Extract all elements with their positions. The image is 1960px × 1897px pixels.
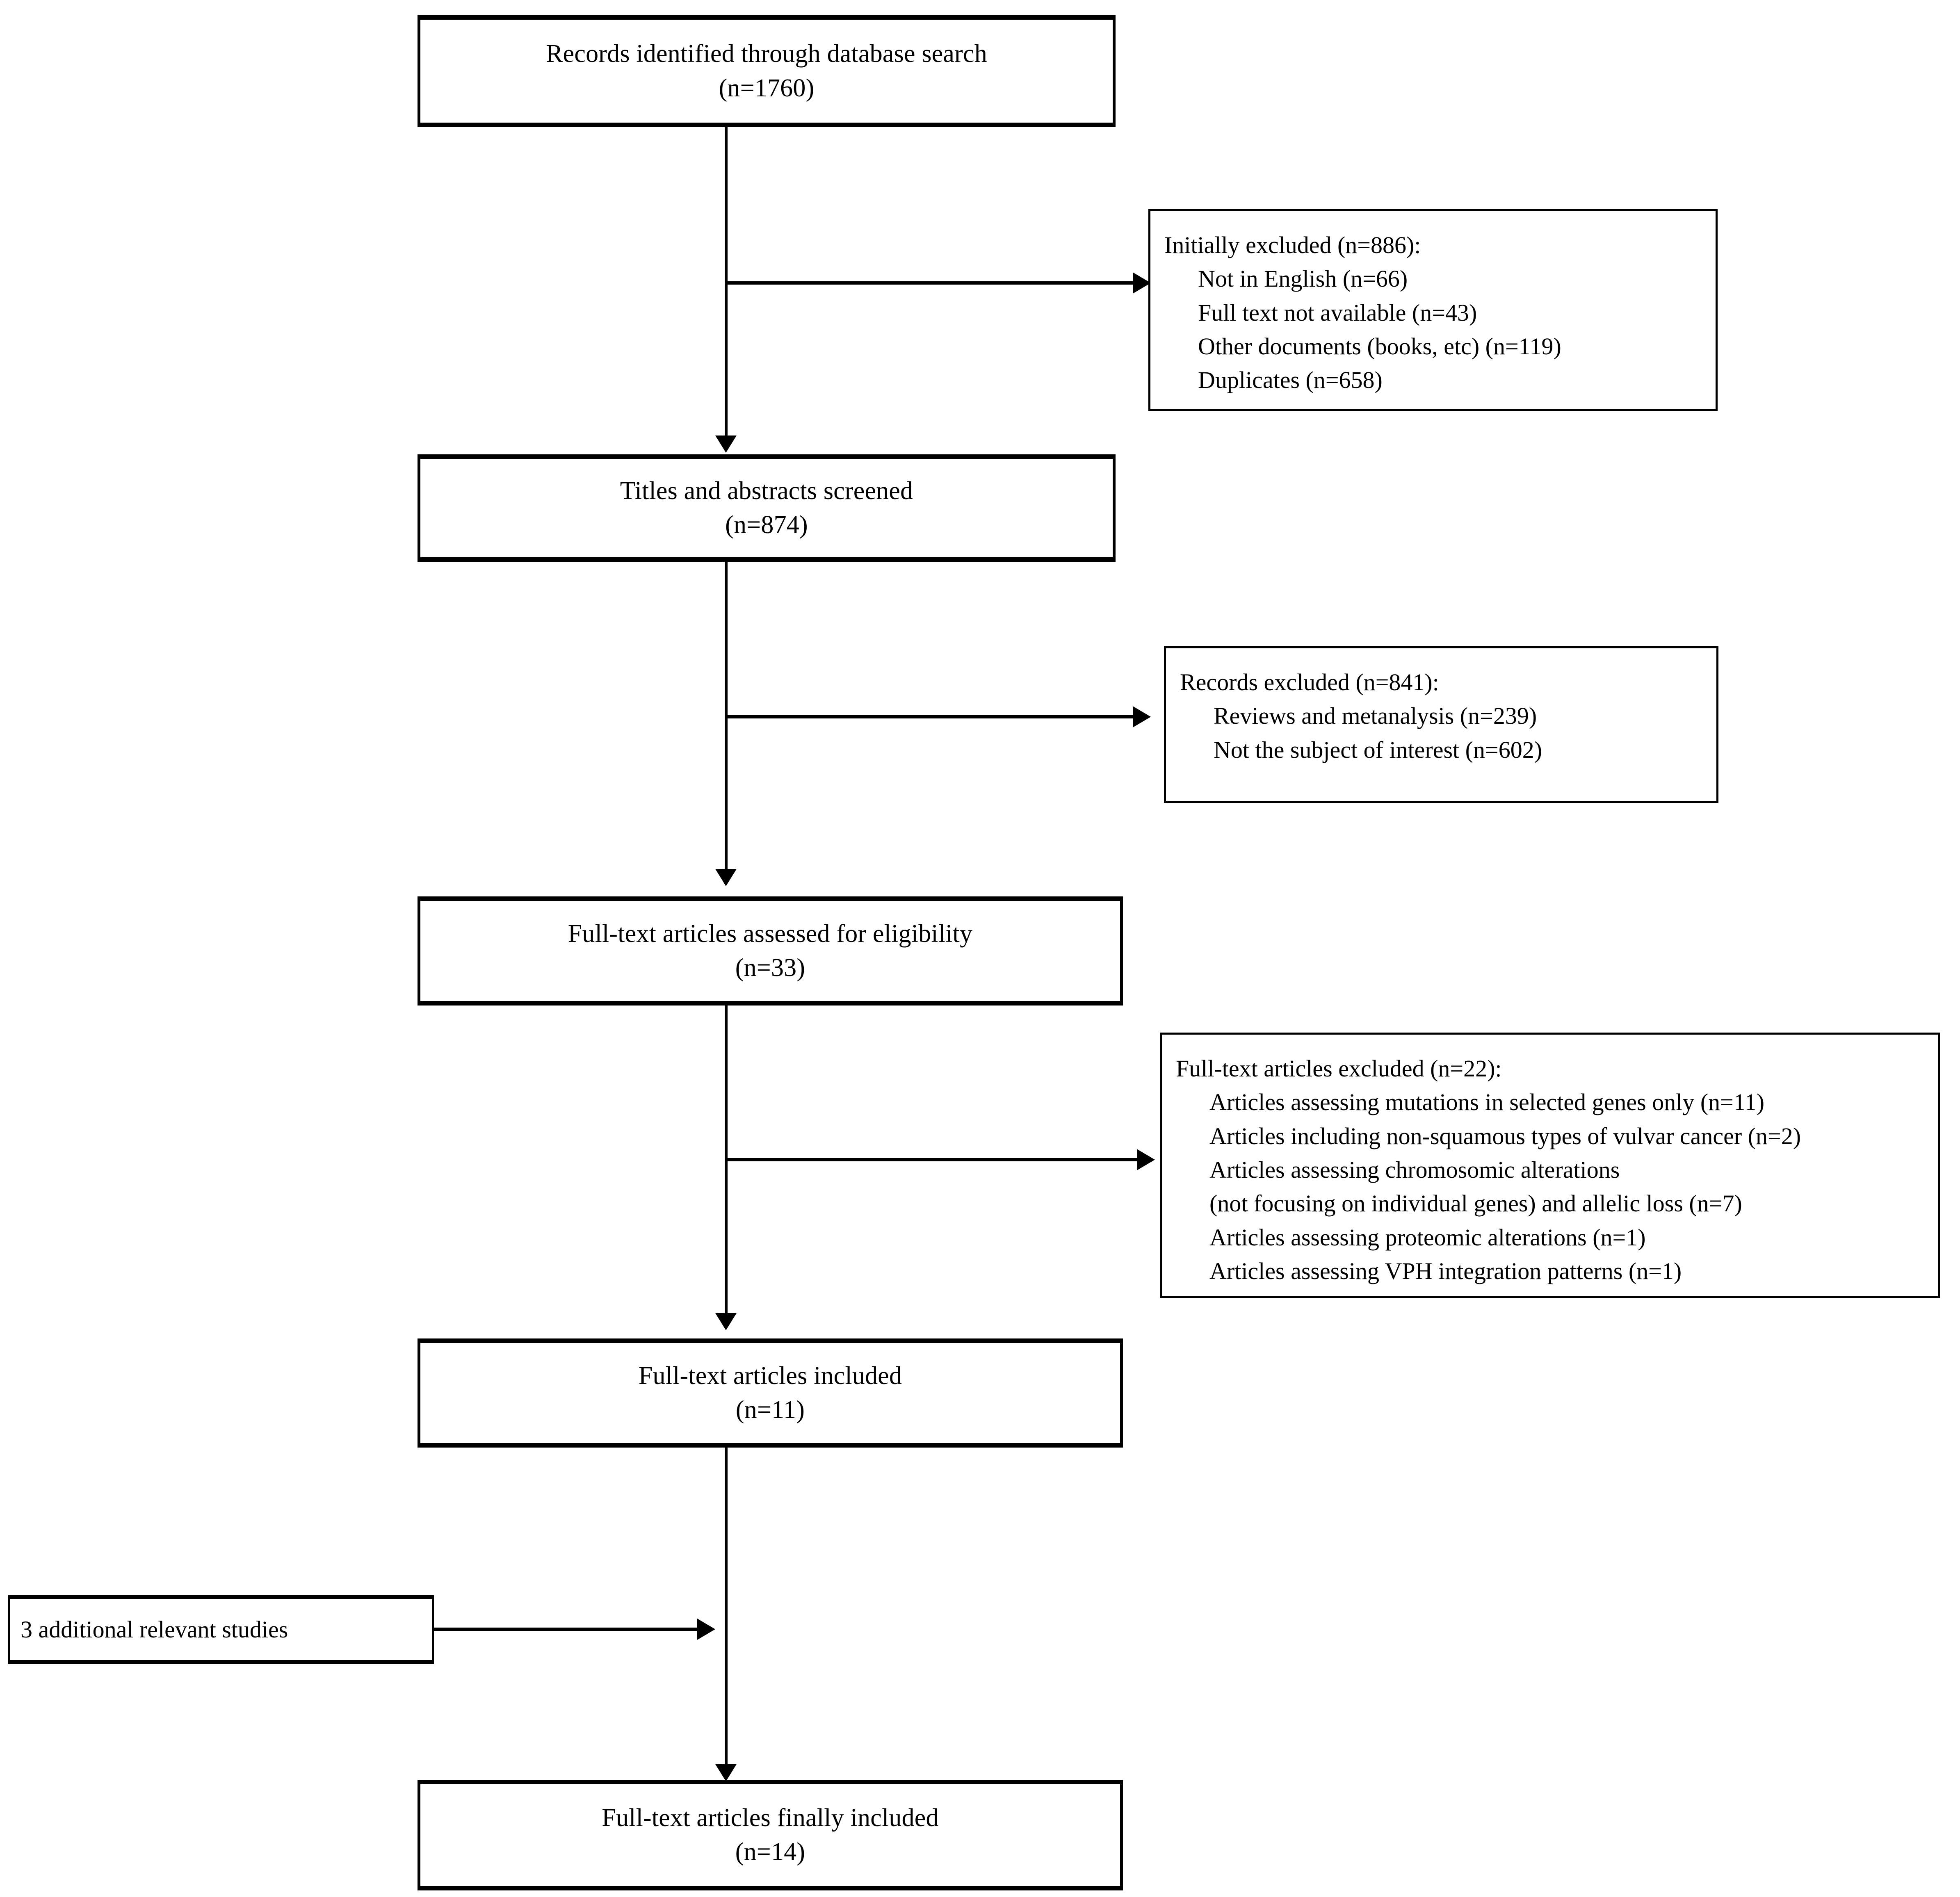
node-fulltext-assessed[interactable]: Full-text articles assessed for eligibil… <box>418 896 1123 1006</box>
branch-line-fulltext-excluded <box>725 1158 1139 1161</box>
initially-excluded-item-4: Duplicates (n=658) <box>1198 367 1383 394</box>
arrow-down-to-included <box>715 1313 737 1330</box>
additional-studies-label: 3 additional relevant studies <box>21 1616 288 1643</box>
node-initially-excluded[interactable]: Initially excluded (n=886): Not in Engli… <box>1148 209 1718 411</box>
branch-line-additional-studies <box>433 1628 699 1631</box>
records-excluded-item-1: Reviews and metanalysis (n=239) <box>1214 702 1537 730</box>
arrow-right-additional-studies <box>697 1619 715 1640</box>
branch-line-initially-excluded <box>725 281 1135 285</box>
fulltext-excluded-item-3: Articles assessing chromosomic alteratio… <box>1209 1156 1620 1183</box>
initially-excluded-item-1: Not in English (n=66) <box>1198 265 1408 292</box>
fulltext-finally-included-line1: Full-text articles finally included <box>602 1804 939 1832</box>
titles-abstracts-screened-line1: Titles and abstracts screened <box>620 477 913 505</box>
node-fulltext-excluded[interactable]: Full-text articles excluded (n=22): Arti… <box>1160 1033 1940 1298</box>
node-records-excluded[interactable]: Records excluded (n=841): Reviews and me… <box>1164 646 1718 803</box>
fulltext-excluded-item-3-continued: (not focusing on individual genes) and a… <box>1209 1190 1742 1217</box>
node-records-identified[interactable]: Records identified through database sear… <box>418 15 1116 127</box>
records-excluded-item-2: Not the subject of interest (n=602) <box>1214 736 1542 763</box>
arrow-right-records-excluded <box>1133 706 1151 727</box>
fulltext-included-count: (n=11) <box>735 1396 805 1424</box>
fulltext-included-line1: Full-text articles included <box>638 1361 902 1390</box>
initially-excluded-heading: Initially excluded (n=886): <box>1164 232 1421 258</box>
arrow-right-fulltext-excluded <box>1137 1149 1155 1170</box>
node-additional-studies[interactable]: 3 additional relevant studies <box>8 1595 434 1664</box>
fulltext-excluded-item-1: Articles assessing mutations in selected… <box>1209 1089 1765 1116</box>
connector-included-to-final <box>725 1448 728 1767</box>
arrow-down-to-assessed <box>715 869 737 886</box>
branch-line-records-excluded <box>725 715 1135 718</box>
initially-excluded-item-2: Full text not available (n=43) <box>1198 299 1477 326</box>
fulltext-excluded-heading: Full-text articles excluded (n=22): <box>1176 1055 1502 1082</box>
fulltext-excluded-item-2: Articles including non-squamous types of… <box>1209 1122 1801 1149</box>
initially-excluded-item-3: Other documents (books, etc) (n=119) <box>1198 333 1561 360</box>
fulltext-finally-included-count: (n=14) <box>735 1838 805 1866</box>
records-identified-count: (n=1760) <box>719 74 815 102</box>
node-fulltext-finally-included[interactable]: Full-text articles finally included (n=1… <box>418 1780 1123 1890</box>
records-identified-line1: Records identified through database sear… <box>546 40 987 68</box>
records-excluded-heading: Records excluded (n=841): <box>1180 669 1439 695</box>
fulltext-assessed-line1: Full-text articles assessed for eligibil… <box>568 919 973 948</box>
titles-abstracts-screened-count: (n=874) <box>725 511 808 539</box>
node-titles-abstracts-screened[interactable]: Titles and abstracts screened (n=874) <box>418 454 1116 562</box>
arrow-down-to-final <box>715 1764 737 1781</box>
arrow-right-initially-excluded <box>1133 272 1151 294</box>
arrow-down-to-screened <box>715 435 737 453</box>
fulltext-assessed-count: (n=33) <box>735 954 805 982</box>
fulltext-excluded-item-4: Articles assessing proteomic alterations… <box>1209 1224 1646 1251</box>
node-fulltext-included[interactable]: Full-text articles included (n=11) <box>418 1338 1123 1448</box>
fulltext-excluded-item-5: Articles assessing VPH integration patte… <box>1209 1258 1682 1285</box>
